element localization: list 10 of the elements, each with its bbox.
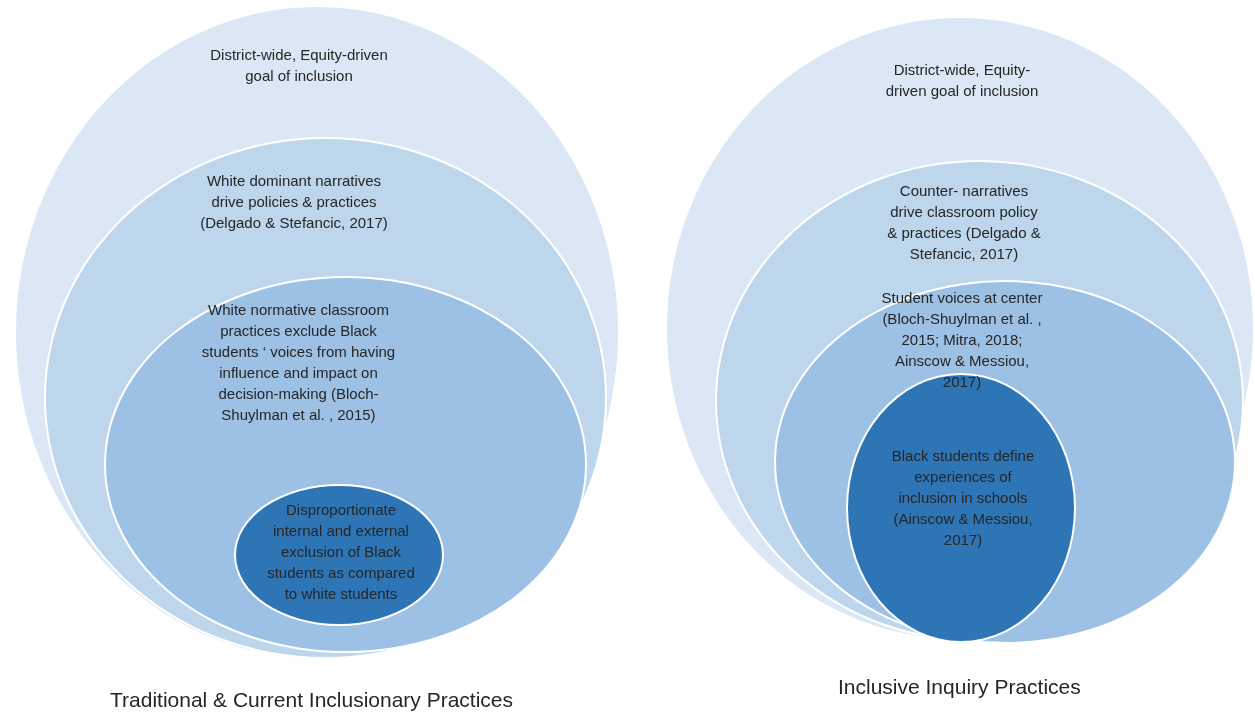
node-text: District-wide, Equity-driven goal of inclusion xyxy=(209,45,389,86)
diagram-caption: Traditional & Current Inclusionary Practices xyxy=(110,688,514,712)
node-text: White dominant narratives drive policies & practices (Delgado & Stefancic, 2017) xyxy=(199,171,389,233)
diagram-caption: Inclusive Inquiry Practices xyxy=(838,675,1081,699)
node-text: Counter- narratives drive classroom policy & practices (Delgado & Stefancic, 2017) xyxy=(886,181,1042,264)
node-text: Student voices at center (Bloch-Shuylman et al. , 2015; Mitra, 2018; Ainscow & Messiou, 2017) xyxy=(880,288,1044,392)
node-text: Black students define experiences of inclusion in schools (Ainscow & Messiou, 2017) xyxy=(890,446,1036,550)
node-text: White normative classroom practices exclude Black students ‘ voices from having influence and impact on decision-making (Bloch-Shuylman et al. , 2015) xyxy=(200,300,397,425)
node-text: Disproportionate internal and external exclusion of Black students as compared to white students xyxy=(266,500,416,604)
node-text: District-wide, Equity-driven goal of inclusion xyxy=(884,60,1040,101)
